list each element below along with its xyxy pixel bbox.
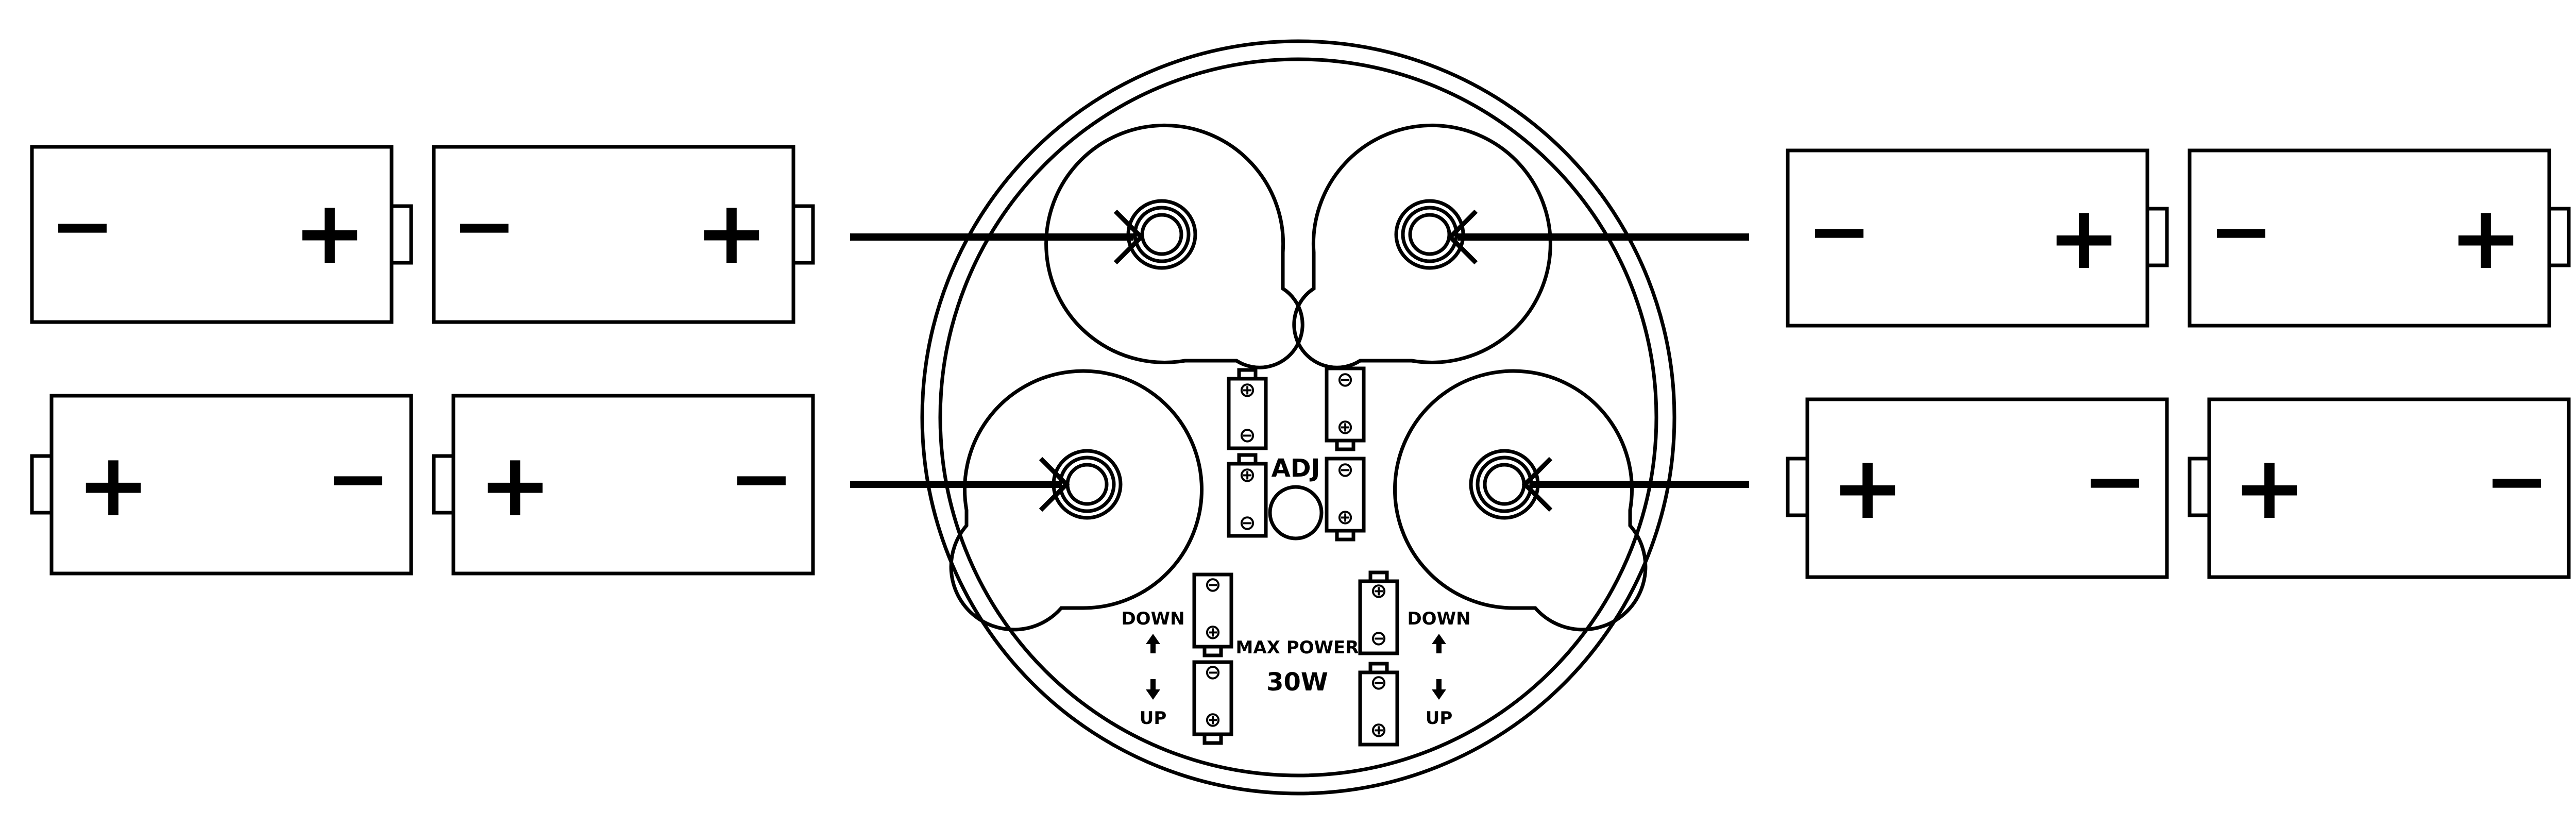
battery-terminal-label: − [50,181,115,271]
arrow-down-icon [1432,679,1446,700]
insertion-arrow-top-left [850,209,1145,265]
max-power-label: MAX POWER [1236,637,1359,658]
arrow-up-icon [1432,634,1446,653]
dip-switch-lower-left-bottom [1192,660,1233,745]
battery-terminal-label: + [2233,437,2306,539]
battery-left-top-1: − + [30,145,413,324]
switch-down-label-left: DOWN [1121,609,1184,629]
dip-switch-lower-right-top [1358,570,1399,655]
terminal-symbol: ⊖ [1239,511,1256,535]
battery-left-bottom-2: + − [432,394,815,576]
terminal-symbol: ⊖ [1336,458,1354,482]
battery-compartments [949,123,1648,632]
adj-label: ADJ [1272,454,1320,483]
insertion-arrow-bottom-left [850,457,1070,512]
switch-down-label-right: DOWN [1407,609,1470,629]
battery-terminal-label: − [452,181,517,271]
insertion-arrow-bottom-right [1521,457,1749,512]
battery-terminal-label: + [2449,187,2522,289]
battery-terminal-label: − [326,434,391,524]
battery-terminal-label: + [2047,187,2121,289]
battery-terminal-label: + [479,434,552,536]
dip-switch-lower-left-top [1192,572,1233,657]
battery-terminal-label: − [2484,436,2549,526]
arrow-up-icon [1146,634,1160,653]
dip-switch-middle-right [1325,457,1366,542]
terminal-symbol: ⊕ [1370,718,1387,742]
dip-switch-upper-right [1325,366,1366,451]
terminal-symbol: ⊖ [1204,573,1222,597]
terminal-symbol: ⊕ [1239,463,1256,487]
power-value: 30W [1266,668,1328,697]
switch-up-label-right: UP [1426,708,1453,729]
dip-switch-middle-left [1227,453,1268,538]
insertion-arrow-top-right [1447,209,1749,265]
terminal-symbol: ⊕ [1204,620,1222,644]
battery-right-bottom-2: + − [2188,397,2571,579]
battery-terminal-label: − [1807,187,1872,276]
battery-left-top-2: − + [432,145,815,324]
battery-right-top-2: − + [2188,148,2571,328]
switch-up-label-left: UP [1140,708,1167,729]
arrow-down-icon [1146,679,1160,700]
battery-left-bottom-1: + − [30,394,413,576]
battery-terminal-label: + [293,182,366,284]
battery-terminal-label: + [1831,437,1904,539]
terminal-symbol: ⊖ [1239,424,1256,447]
terminal-symbol: ⊕ [1239,378,1256,402]
terminal-symbol: ⊕ [1370,579,1387,603]
battery-terminal-label: + [77,434,150,536]
terminal-symbol: ⊕ [1204,708,1222,732]
device-housing [920,39,1676,796]
battery-right-bottom-1: + − [1786,397,2169,579]
terminal-symbol: ⊖ [1370,627,1387,650]
adj-knob [1268,485,1324,541]
terminal-symbol: ⊖ [1204,661,1222,684]
battery-right-top-1: − + [1786,148,2169,328]
terminal-symbol: ⊕ [1336,505,1354,529]
battery-terminal-label: − [2209,187,2274,276]
terminal-symbol: ⊖ [1336,368,1354,392]
battery-terminal-label: + [695,182,768,284]
battery-terminal-label: − [729,434,794,524]
dip-switch-lower-right-bottom [1358,662,1399,747]
battery-terminal-label: − [2082,436,2147,526]
terminal-symbol: ⊖ [1370,671,1387,695]
terminal-symbol: ⊕ [1336,415,1354,439]
dip-switch-upper-left [1227,368,1268,450]
